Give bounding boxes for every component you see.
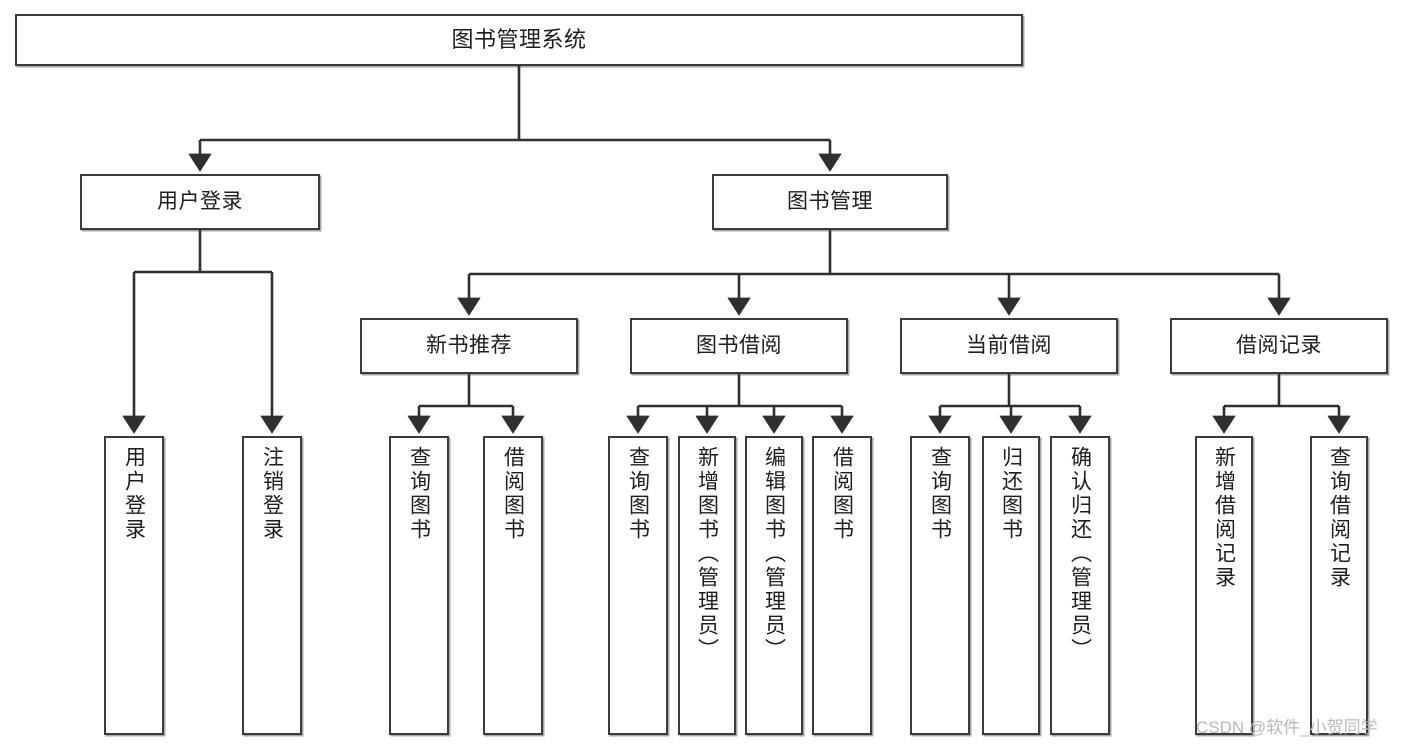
node-leaf-query-book-borrow-label: 查询图书 xyxy=(626,446,650,542)
node-root[interactable]: 图书管理系统 xyxy=(15,14,1023,66)
node-borrow-record[interactable]: 借阅记录 xyxy=(1170,318,1388,374)
node-leaf-return-book-label: 归还图书 xyxy=(999,446,1023,542)
node-leaf-edit-book-admin-label: 编辑图书（管理员） xyxy=(762,446,786,662)
node-user-login[interactable]: 用户登录 xyxy=(80,174,320,230)
node-leaf-confirm-return-admin[interactable]: 确认归还（管理员） xyxy=(1050,436,1110,735)
node-leaf-user-logout-label: 注销登录 xyxy=(260,446,284,542)
node-new-book-recommend-label: 新书推荐 xyxy=(426,333,512,357)
node-leaf-borrow-book-recommend-label: 借阅图书 xyxy=(501,446,525,542)
node-leaf-query-book-current-label: 查询图书 xyxy=(928,446,952,542)
node-borrow-record-label: 借阅记录 xyxy=(1236,333,1322,357)
node-leaf-add-book-admin-label: 新增图书（管理员） xyxy=(695,446,719,662)
node-current-borrow-label: 当前借阅 xyxy=(966,333,1052,357)
node-leaf-add-borrow-record-label: 新增借阅记录 xyxy=(1212,446,1236,590)
node-leaf-borrow-book[interactable]: 借阅图书 xyxy=(812,436,872,735)
node-leaf-user-login-label: 用户登录 xyxy=(122,446,146,542)
node-leaf-query-book-recommend-label: 查询图书 xyxy=(407,446,431,542)
node-leaf-user-logout[interactable]: 注销登录 xyxy=(242,436,302,735)
node-leaf-add-book-admin[interactable]: 新增图书（管理员） xyxy=(678,436,736,735)
node-leaf-edit-book-admin[interactable]: 编辑图书（管理员） xyxy=(745,436,803,735)
node-root-label: 图书管理系统 xyxy=(451,27,587,53)
node-leaf-add-borrow-record[interactable]: 新增借阅记录 xyxy=(1195,436,1253,735)
node-new-book-recommend[interactable]: 新书推荐 xyxy=(360,318,578,374)
node-user-login-label: 用户登录 xyxy=(157,189,243,213)
node-leaf-return-book[interactable]: 归还图书 xyxy=(982,436,1040,735)
node-leaf-query-book-current[interactable]: 查询图书 xyxy=(910,436,970,735)
csdn-watermark: CSDN @软件_小贺同学 xyxy=(1196,718,1378,737)
node-leaf-user-login[interactable]: 用户登录 xyxy=(104,436,164,735)
node-leaf-query-book-borrow[interactable]: 查询图书 xyxy=(608,436,668,735)
node-current-borrow[interactable]: 当前借阅 xyxy=(900,318,1118,374)
node-book-borrow-label: 图书借阅 xyxy=(696,333,782,357)
node-leaf-borrow-book-recommend[interactable]: 借阅图书 xyxy=(483,436,543,735)
node-book-borrow[interactable]: 图书借阅 xyxy=(630,318,848,374)
node-book-manage[interactable]: 图书管理 xyxy=(712,174,948,230)
node-leaf-query-borrow-record-label: 查询借阅记录 xyxy=(1327,446,1351,590)
node-book-manage-label: 图书管理 xyxy=(787,189,873,213)
node-leaf-query-borrow-record[interactable]: 查询借阅记录 xyxy=(1310,436,1368,735)
node-leaf-borrow-book-label: 借阅图书 xyxy=(830,446,854,542)
node-leaf-confirm-return-admin-label: 确认归还（管理员） xyxy=(1068,446,1092,662)
node-leaf-query-book-recommend[interactable]: 查询图书 xyxy=(389,436,449,735)
